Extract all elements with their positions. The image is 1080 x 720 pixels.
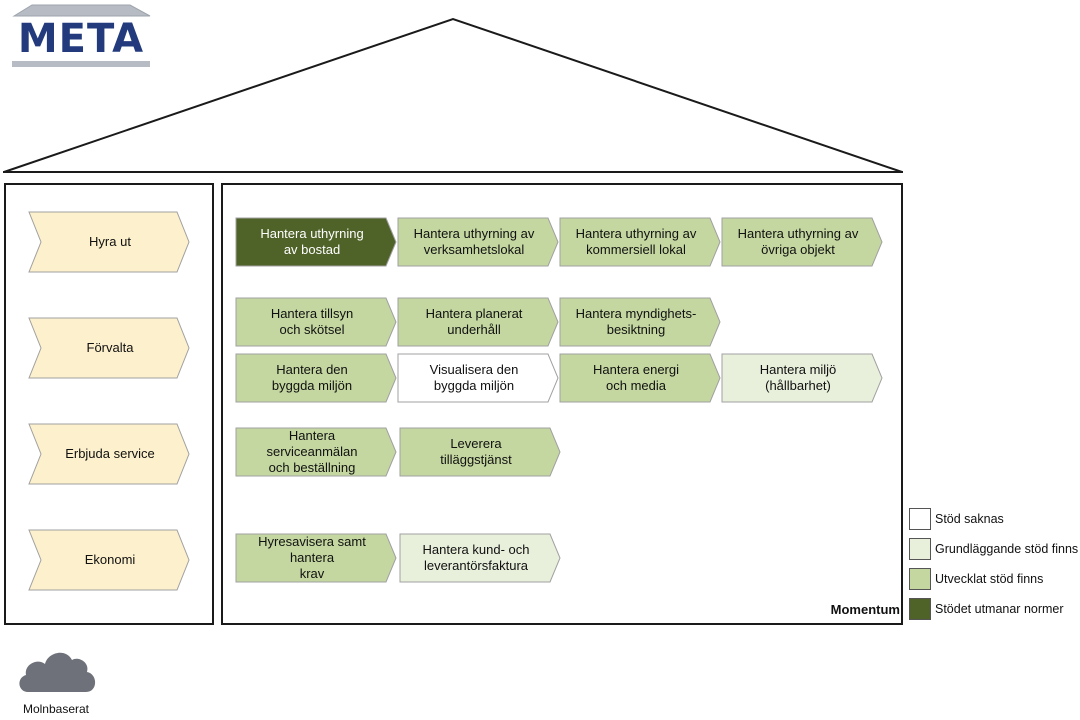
activity-uthyrning-bostad[interactable]: Hantera uthyrning av bostad — [235, 217, 397, 267]
chevron-shape — [235, 217, 397, 267]
activity-label: Hantera uthyrning av bostad — [260, 226, 364, 257]
process-hyra-ut[interactable]: Hyra ut — [28, 211, 190, 273]
chevron-shape — [235, 353, 397, 403]
activity-label: Hyresavisera samt hantera krav — [258, 534, 366, 581]
activity-label: Visualisera den byggda miljön — [429, 362, 519, 393]
meta-logo: META — [8, 4, 154, 70]
activity-tillsyn-skotsel[interactable]: Hantera tillsyn och skötsel — [235, 297, 397, 347]
chevron-shape — [397, 297, 559, 347]
activity-label: Hantera energi och media — [593, 362, 679, 393]
activity-label: Hantera uthyrning av övriga objekt — [737, 226, 859, 257]
chevron-shape — [559, 353, 721, 403]
chevron-shape — [399, 427, 561, 477]
process-ekonomi[interactable]: Ekonomi — [28, 529, 190, 591]
legend-label: Grundläggande stöd finns — [935, 542, 1079, 556]
chevron-shape — [721, 353, 883, 403]
cloud-label: Molnbaserat — [22, 702, 90, 716]
chevron-shape — [235, 297, 397, 347]
activity-label: Hantera kund- och leverantörsfaktura — [422, 542, 530, 573]
activity-tillaggstjanst[interactable]: Leverera tilläggstjänst — [399, 427, 561, 477]
activity-label: Hantera den byggda miljön — [271, 362, 353, 393]
activity-label: Leverera tilläggstjänst — [440, 436, 512, 467]
activity-label: Hantera miljö (hållbarhet) — [759, 362, 837, 393]
legend-swatch-challenges — [909, 598, 931, 620]
logo-roof-icon — [12, 4, 151, 67]
activity-energi-media[interactable]: Hantera energi och media — [559, 353, 721, 403]
chevron-shape — [399, 533, 561, 583]
chevron-shape — [559, 217, 721, 267]
activity-label: Hantera uthyrning av verksamhetslokal — [413, 226, 535, 257]
legend-label: Utvecklat stöd finns — [935, 572, 1044, 586]
logo-text: META — [17, 16, 145, 62]
chevron-shape — [235, 533, 397, 583]
legend-label: Stöd saknas — [935, 512, 1004, 526]
activity-uthyrning-verksamhetslokal[interactable]: Hantera uthyrning av verksamhetslokal — [397, 217, 559, 267]
activity-label: Hantera myndighets- besiktning — [575, 306, 697, 337]
activity-uthyrning-kommersiell[interactable]: Hantera uthyrning av kommersiell lokal — [559, 217, 721, 267]
chevron-shape — [235, 427, 397, 477]
chevron-shape — [28, 211, 190, 273]
activity-label: Hantera uthyrning av kommersiell lokal — [575, 226, 697, 257]
process-label: Förvalta — [86, 340, 134, 355]
legend-swatch-basic — [909, 538, 931, 560]
chevron-shape — [28, 529, 190, 591]
activity-hyresavisera[interactable]: Hyresavisera samt hantera krav — [235, 533, 397, 583]
activity-kund-leverantorsfaktura[interactable]: Hantera kund- och leverantörsfaktura — [399, 533, 561, 583]
chevron-shape — [397, 217, 559, 267]
activity-byggda-miljon[interactable]: Hantera den byggda miljön — [235, 353, 397, 403]
activity-label: Hantera serviceanmälan och beställning — [266, 428, 358, 475]
chevron-shape — [28, 317, 190, 379]
activity-label: Hantera planerat underhåll — [425, 306, 523, 337]
chevron-shape — [559, 297, 721, 347]
house-roof — [3, 17, 903, 173]
process-label: Hyra ut — [89, 234, 131, 249]
process-forvalta[interactable]: Förvalta — [28, 317, 190, 379]
legend-label: Stödet utmanar normer — [935, 602, 1064, 616]
chevron-shape — [28, 423, 190, 485]
process-erbjuda-service[interactable]: Erbjuda service — [28, 423, 190, 485]
system-label: Momentum — [830, 602, 900, 617]
activity-visualisera[interactable]: Visualisera den byggda miljön — [397, 353, 559, 403]
process-label: Ekonomi — [84, 552, 136, 567]
activity-planerat-underhall[interactable]: Hantera planerat underhåll — [397, 297, 559, 347]
activity-miljo[interactable]: Hantera miljö (hållbarhet) — [721, 353, 883, 403]
activity-serviceanmalan[interactable]: Hantera serviceanmälan och beställning — [235, 427, 397, 477]
chevron-shape — [721, 217, 883, 267]
chevron-shape — [397, 353, 559, 403]
process-label: Erbjuda service — [65, 446, 155, 461]
legend-swatch-developed — [909, 568, 931, 590]
activity-label: Hantera tillsyn och skötsel — [270, 306, 354, 337]
activity-myndighetsbesiktning[interactable]: Hantera myndighets- besiktning — [559, 297, 721, 347]
activity-uthyrning-ovriga[interactable]: Hantera uthyrning av övriga objekt — [721, 217, 883, 267]
cloud-icon — [19, 652, 96, 692]
legend-swatch-none — [909, 508, 931, 530]
